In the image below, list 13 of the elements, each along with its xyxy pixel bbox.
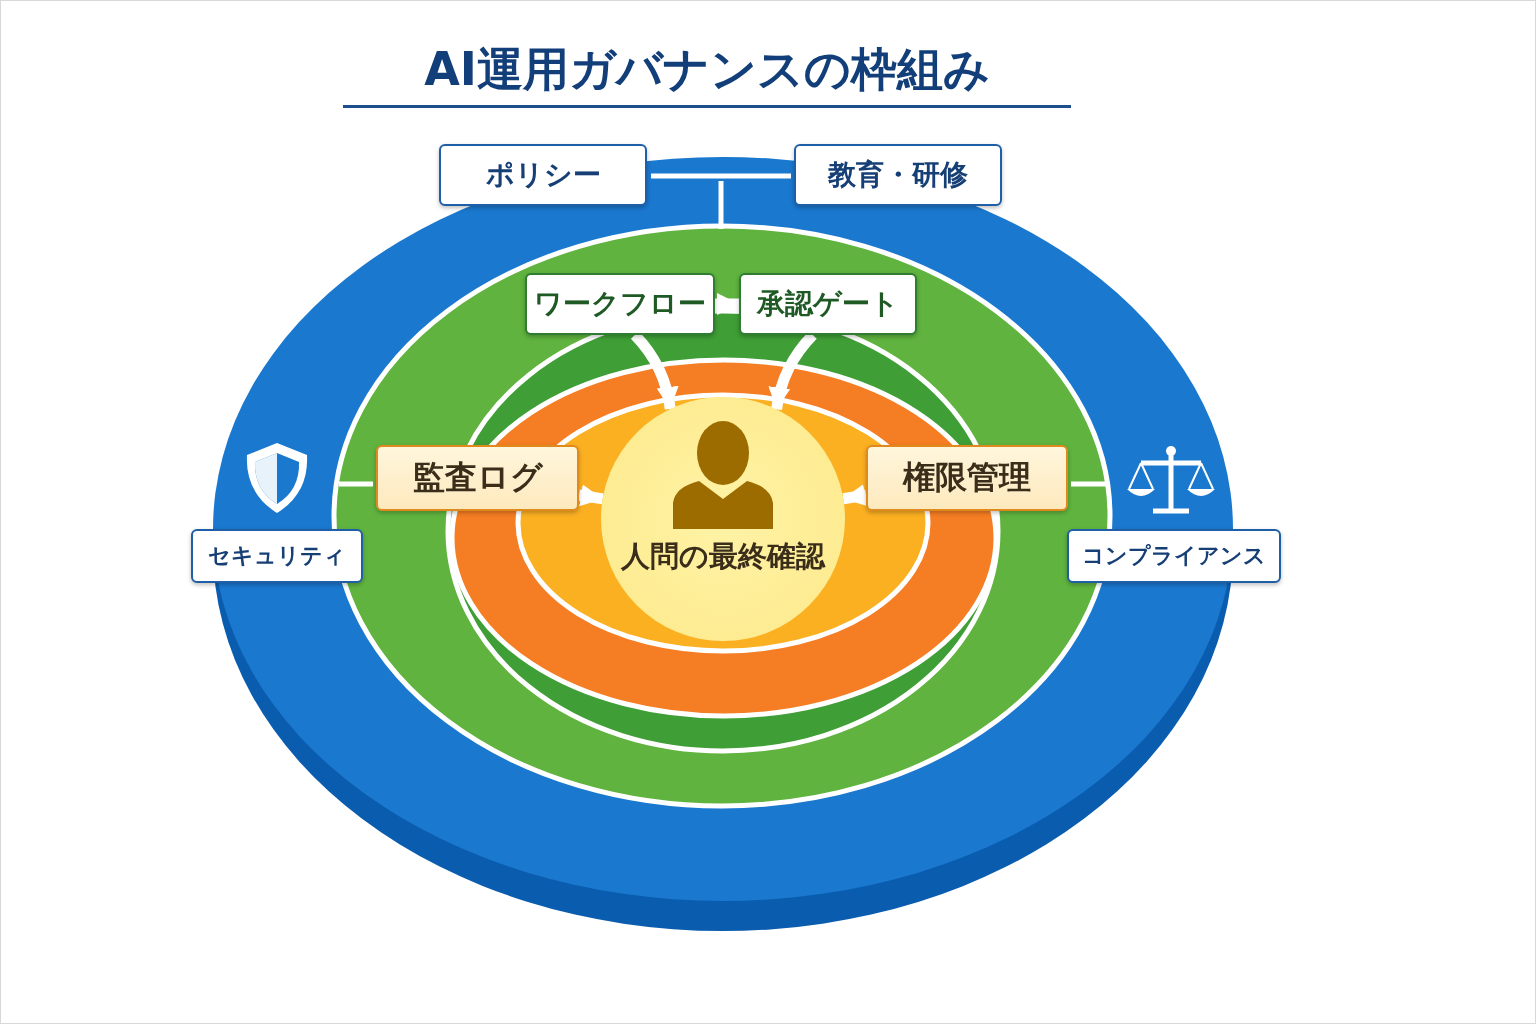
diagram-title: AI運用ガバナンスの枠組み xyxy=(423,41,991,98)
label-box: セキュリティ xyxy=(191,529,363,583)
label-box: ワークフロー xyxy=(525,273,715,335)
label-box: ポリシー xyxy=(439,144,647,206)
label-box: 監査ログ xyxy=(376,445,579,511)
node-label: 人問の最終確認 xyxy=(621,538,825,575)
arrow xyxy=(578,484,604,507)
label-box: 権限管理 xyxy=(866,445,1068,511)
arrow xyxy=(715,293,739,315)
arrow xyxy=(842,484,867,506)
label-box: 承認ゲート xyxy=(739,273,917,335)
label-box: コンプライアンス xyxy=(1067,529,1281,583)
label-box: 教育・研修 xyxy=(794,144,1002,206)
